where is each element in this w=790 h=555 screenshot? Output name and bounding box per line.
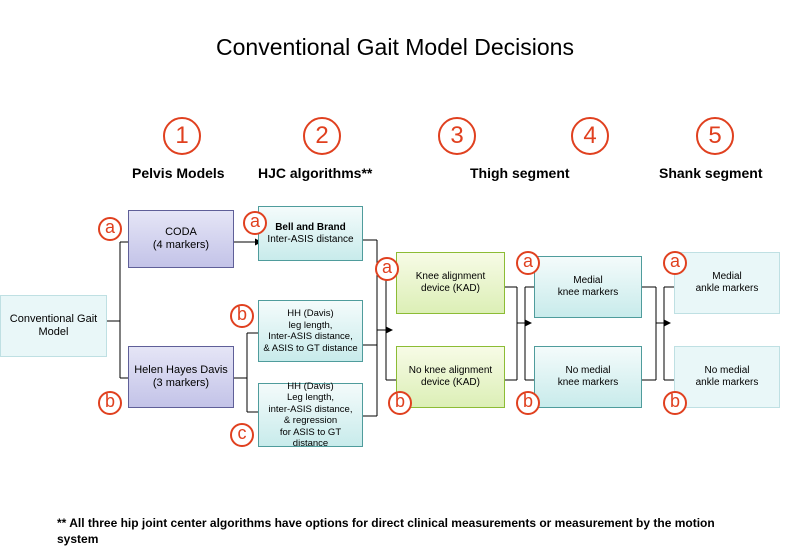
box-no-medial-knee-markers: No medial knee markers [534, 346, 642, 408]
option-label-thigh-a: a [375, 257, 399, 281]
box-hjc-bell-and-brand: Bell and Brand Inter-ASIS distance [258, 206, 363, 261]
option-label-pelvis-a: a [98, 217, 122, 241]
column-number-1: 1 [163, 117, 201, 155]
option-label-hjc-b: b [230, 304, 254, 328]
box-medial-ankle-markers: Medial ankle markers [674, 252, 780, 314]
column-number-4: 4 [571, 117, 609, 155]
option-label-knee-b: b [516, 391, 540, 415]
box-pelvis-helen-hayes-davis: Helen Hayes Davis (3 markers) [128, 346, 234, 408]
option-label-ankle-b: b [663, 391, 687, 415]
heading-hjc-algorithms: HJC algorithms** [258, 165, 373, 181]
heading-thigh-segment: Thigh segment [470, 165, 570, 181]
column-number-2: 2 [303, 117, 341, 155]
hjc-bell-brand-title: Bell and Brand [275, 221, 346, 233]
box-thigh-no-kad: No knee alignment device (KAD) [396, 346, 505, 408]
option-label-hjc-c: c [230, 423, 254, 447]
box-medial-knee-markers: Medial knee markers [534, 256, 642, 318]
option-label-thigh-b: b [388, 391, 412, 415]
column-number-5: 5 [696, 117, 734, 155]
option-label-pelvis-b: b [98, 391, 122, 415]
box-hjc-hh-davis: HH (Davis) leg length, Inter-ASIS distan… [258, 300, 363, 362]
heading-pelvis-models: Pelvis Models [132, 165, 225, 181]
column-number-3: 3 [438, 117, 476, 155]
option-label-hjc-a: a [243, 211, 267, 235]
option-label-ankle-a: a [663, 251, 687, 275]
hjc-bell-brand-subtitle: Inter-ASIS distance [267, 233, 354, 245]
box-no-medial-ankle-markers: No medial ankle markers [674, 346, 780, 408]
option-label-knee-a: a [516, 251, 540, 275]
box-hjc-hh-davis-regression: HH (Davis) Leg length, inter-ASIS distan… [258, 381, 363, 449]
box-pelvis-coda: CODA (4 markers) [128, 210, 234, 268]
footnote: ** All three hip joint center algorithms… [57, 516, 715, 546]
box-thigh-kad: Knee alignment device (KAD) [396, 252, 505, 314]
box-conventional-gait-model: Conventional Gait Model [0, 295, 107, 357]
heading-shank-segment: Shank segment [659, 165, 763, 181]
diagram-title: Conventional Gait Model Decisions [216, 34, 574, 60]
